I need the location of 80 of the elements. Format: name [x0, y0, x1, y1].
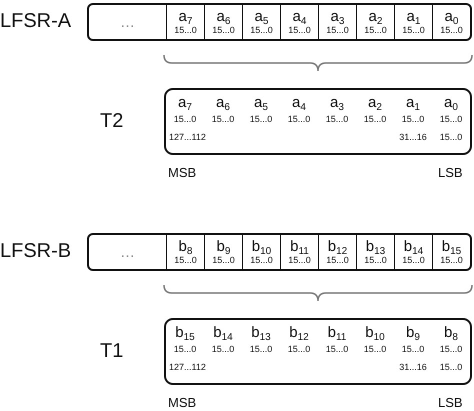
- bit-range: 31...16: [398, 132, 428, 143]
- bit-range: 15...0: [248, 114, 274, 125]
- word-name: a$_{0}$: [443, 94, 459, 111]
- bit-range: 15...0: [438, 114, 464, 125]
- word-name: b$_{11}$: [326, 324, 348, 341]
- bit-range: 15...0: [324, 344, 350, 355]
- word-name: a$_{0}$: [444, 8, 458, 25]
- bit-range: 31...16: [398, 362, 428, 373]
- bit-range: 15...0: [324, 114, 350, 125]
- word-name: b$_{15}$: [174, 324, 196, 341]
- bit-range: 15...0: [174, 25, 197, 36]
- word-name: a$_{4}$: [292, 8, 306, 25]
- word-name: a$_{7}$: [178, 8, 192, 25]
- bit-range: 15...0: [400, 114, 426, 125]
- word-name: a$_{1}$: [406, 8, 420, 25]
- word-name: b$_{14}$: [404, 238, 424, 255]
- word-name: b$_{8}$: [178, 238, 192, 255]
- word-name: a$_{3}$: [329, 94, 345, 111]
- bit-range: 15...0: [438, 344, 464, 355]
- word-name: b$_{14}$: [212, 324, 234, 341]
- bit-range: 15...0: [248, 344, 274, 355]
- bit-range: 15...0: [402, 25, 425, 36]
- table-label: T2: [100, 110, 124, 133]
- word-name: b$_{10}$: [364, 324, 386, 341]
- bit-range: 15...0: [286, 344, 312, 355]
- bit-range: 15...0: [438, 362, 464, 373]
- bit-range: 127...112: [169, 362, 206, 373]
- word-name: a$_{7}$: [177, 94, 193, 111]
- lsb-label: LSB: [438, 395, 463, 410]
- bit-range: 15...0: [362, 344, 388, 355]
- lsb-label: LSB: [438, 165, 463, 180]
- word-name: b$_{8}$: [443, 324, 459, 341]
- ellipsis: …: [120, 14, 135, 30]
- bit-range: 15...0: [250, 255, 273, 266]
- bit-range: 15...0: [250, 25, 273, 36]
- bit-range: 15...0: [364, 25, 387, 36]
- word-name: b$_{12}$: [328, 238, 348, 255]
- bit-range: 15...0: [288, 25, 311, 36]
- bit-range: 15...0: [210, 114, 236, 125]
- word-name: a$_{1}$: [405, 94, 421, 111]
- table-label: T1: [100, 340, 124, 363]
- bit-range: 15...0: [364, 255, 387, 266]
- word-name: a$_{5}$: [254, 8, 268, 25]
- bit-range: 15...0: [440, 255, 463, 266]
- word-name: b$_{11}$: [290, 238, 309, 255]
- register-label: LFSR-A: [0, 10, 72, 33]
- bit-range: 15...0: [402, 255, 425, 266]
- bit-range: 15...0: [440, 25, 463, 36]
- ellipsis: …: [120, 244, 135, 260]
- word-name: a$_{5}$: [253, 94, 269, 111]
- bit-range: 15...0: [438, 132, 464, 143]
- bit-range: 15...0: [400, 344, 426, 355]
- word-name: b$_{10}$: [252, 238, 272, 255]
- msb-label: MSB: [168, 395, 196, 410]
- word-name: a$_{6}$: [215, 94, 231, 111]
- word-name: a$_{3}$: [330, 8, 344, 25]
- bit-range: 15...0: [288, 255, 311, 266]
- bit-range: 15...0: [210, 344, 236, 355]
- word-name: a$_{6}$: [216, 8, 230, 25]
- word-name: b$_{12}$: [288, 324, 310, 341]
- register-label: LFSR-B: [0, 240, 72, 263]
- word-name: b$_{13}$: [250, 324, 272, 341]
- bit-range: 15...0: [362, 114, 388, 125]
- word-name: a$_{4}$: [291, 94, 307, 111]
- bit-range: 15...0: [286, 114, 312, 125]
- msb-label: MSB: [168, 165, 196, 180]
- bit-range: 15...0: [172, 114, 198, 125]
- word-name: b$_{9}$: [405, 324, 421, 341]
- bit-range: 15...0: [326, 25, 349, 36]
- bit-range: 15...0: [212, 255, 235, 266]
- bit-range: 15...0: [326, 255, 349, 266]
- word-name: b$_{13}$: [366, 238, 386, 255]
- bit-range: 15...0: [172, 344, 198, 355]
- word-name: a$_{2}$: [368, 8, 382, 25]
- bit-range: 15...0: [174, 255, 197, 266]
- word-name: b$_{15}$: [442, 238, 462, 255]
- word-name: b$_{9}$: [216, 238, 230, 255]
- word-name: a$_{2}$: [367, 94, 383, 111]
- bit-range: 127...112: [169, 132, 206, 143]
- bit-range: 15...0: [212, 25, 235, 36]
